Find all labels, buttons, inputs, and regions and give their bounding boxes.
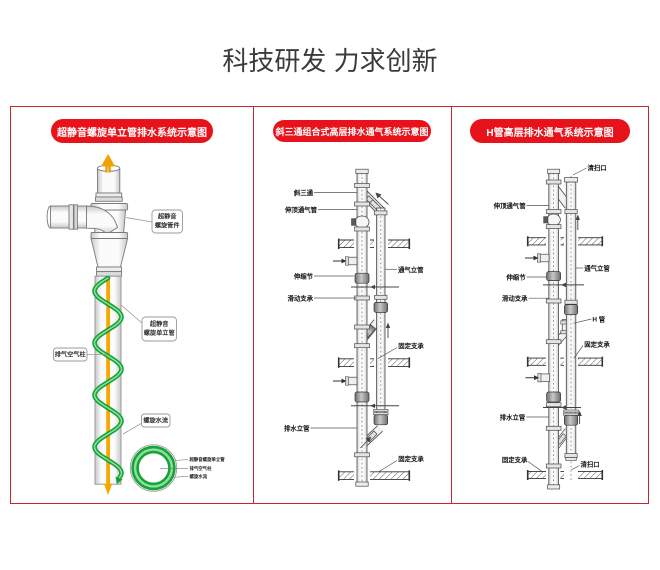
pipe-cross-section-drawing: 超静音螺旋单立管 排气空气柱 螺旋水流 <box>129 444 226 492</box>
vent-riser-pipe <box>563 176 579 480</box>
section-label-pipe: 超静音螺旋单立管 <box>189 456 226 463</box>
label-vent-riser: 通气立管 <box>584 264 610 273</box>
side-inlets-and-supports <box>333 192 399 449</box>
drain-riser-pipe <box>543 168 562 490</box>
panel-divider-2 <box>451 106 452 504</box>
panel2-labels: 斜三通 伸顶通气管 伸缩节 滑动支承 排水立管 通气立管 固定支承 固定支承 <box>284 188 424 472</box>
label-spiral-flow: 螺旋水流 <box>143 417 169 425</box>
label-air-column: 排气空气柱 <box>55 351 87 359</box>
label-vent-riser: 通气立管 <box>398 265 424 274</box>
panel2-title: 斜三通组合式高层排水通气系统示意图 <box>273 120 431 142</box>
label-expansion-joint: 伸缩节 <box>293 272 314 281</box>
spiral-arrow-tip-icon <box>115 476 123 485</box>
label-cleanout-top: 清扫口 <box>588 163 607 172</box>
callout-fitting-line2: 螺旋管件 <box>155 222 181 230</box>
callout-pipe-line2: 螺旋单立管 <box>144 329 175 337</box>
spiral-fitting-drawing <box>46 154 129 277</box>
panel1-title: 超静音螺旋单立管排水系统示意图 <box>51 119 213 143</box>
panel3-labels: 清扫口 伸顶通气管 伸缩节 滑动支承 通气立管 H 管 固定支承 排水立管 固定… <box>493 163 610 472</box>
label-fixed-support-right: 固定支承 <box>584 339 610 348</box>
panel2-diagram-oblique-tee-system: 斜三通 伸顶通气管 伸缩节 滑动支承 排水立管 通气立管 固定支承 固定支承 <box>284 168 424 487</box>
label-sliding-support: 滑动支承 <box>502 294 528 303</box>
label-roof-vent: 伸顶通气管 <box>284 205 318 214</box>
label-drain-riser: 排水立管 <box>284 424 310 433</box>
panel-divider-1 <box>253 106 254 504</box>
label-oblique-tee: 斜三通 <box>293 188 314 197</box>
label-roof-vent: 伸顶通气管 <box>493 201 527 210</box>
label-fixed-support-left: 固定支承 <box>502 455 528 464</box>
side-inlets-and-supports <box>525 214 584 424</box>
label-fixed-support-lower: 固定支承 <box>398 454 424 463</box>
label-cleanout-bottom: 清扫口 <box>581 459 600 468</box>
drain-riser-pipe <box>351 168 370 487</box>
label-h-pipe: H 管 <box>592 314 605 323</box>
panel3-title: H管高层排水通气系统示意图 <box>470 119 630 143</box>
floor-slabs <box>337 238 411 481</box>
panel1-diagram-spiral-single-stack: 超静音螺旋单立管 排气空气柱 螺旋水流 超静音 螺旋管件 超静音 螺旋单立管 排… <box>46 154 226 495</box>
label-drain-riser: 排水立管 <box>500 413 526 422</box>
air-column-arrow-down-icon <box>103 483 113 495</box>
panel3-diagram-h-pipe-system: 清扫口 伸顶通气管 伸缩节 滑动支承 通气立管 H 管 固定支承 排水立管 固定… <box>493 163 610 490</box>
panel1-callouts: 超静音 螺旋管件 超静音 螺旋单立管 排气空气柱 螺旋水流 <box>53 209 183 435</box>
label-expansion-joint: 伸缩节 <box>505 273 526 282</box>
floor-slabs <box>526 236 604 480</box>
label-fixed-support-upper: 固定支承 <box>398 341 424 350</box>
vertical-arrow-up-icon <box>101 154 116 173</box>
label-sliding-support: 滑动支承 <box>287 294 313 303</box>
callout-fitting-line1: 超静音 <box>157 213 177 221</box>
vent-riser-pipe <box>373 207 389 426</box>
section-label-air: 排气空气柱 <box>190 465 213 472</box>
callout-pipe-line1: 超静音 <box>149 320 169 328</box>
page-title: 科技研发 力求创新 <box>222 46 438 76</box>
spiral-riser-pipe-drawing <box>92 275 124 495</box>
section-label-flow: 螺旋水流 <box>190 473 208 480</box>
